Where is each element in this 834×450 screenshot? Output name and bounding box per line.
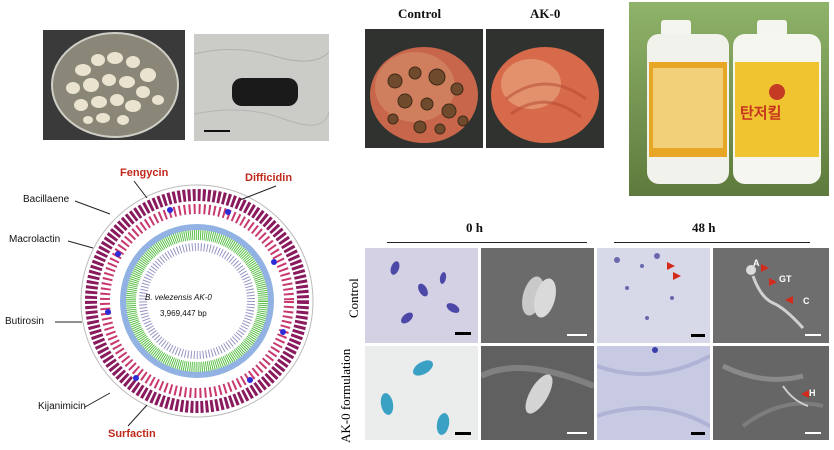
petri-dish-photo [43, 30, 185, 140]
genome-size: 3,969,447 bp [160, 309, 207, 318]
row-label-control: Control [346, 278, 361, 318]
bottle-brand-label: 탄저킬 [740, 105, 782, 122]
scale-bar [691, 334, 705, 337]
ak0-apple-photo [486, 29, 604, 148]
scale-bar [805, 334, 821, 336]
tem-micrograph [194, 34, 329, 141]
marker-a: A [753, 258, 760, 268]
control-apple-photo [365, 29, 483, 148]
scale-bar [567, 432, 587, 434]
scale-bar [691, 432, 705, 435]
cluster-macrolactin: Macrolactin [9, 234, 61, 245]
marker-c: C [803, 296, 810, 306]
genome-organism: B. velezensis AK-0 [145, 293, 212, 302]
time-rule-0h [387, 242, 587, 243]
scale-bar [567, 334, 587, 336]
formulation-48h-light [597, 346, 710, 440]
cluster-butirosin: Butirosin [5, 316, 44, 327]
formulation-0h-light [365, 346, 478, 440]
time-label-0h: 0 h [466, 220, 483, 235]
control-48h-sem: A GT C [713, 248, 829, 343]
genome-map [78, 182, 316, 420]
product-bottles-photo: 탄저킬 [629, 2, 829, 196]
scale-bar [805, 432, 821, 434]
formulation-0h-sem [481, 346, 594, 440]
scale-bar [455, 332, 471, 335]
cluster-fengycin: Fengycin [120, 167, 169, 179]
control-0h-sem [481, 248, 594, 343]
control-48h-light [597, 248, 710, 343]
cluster-difficidin: Difficidin [245, 172, 293, 184]
formulation-48h-sem: H [713, 346, 829, 440]
time-rule-48h [614, 242, 810, 243]
apple-ak0-label: AK-0 [530, 6, 561, 21]
marker-gt: GT [779, 274, 792, 284]
cluster-kijanimicin: Kijanimicin [38, 401, 86, 412]
cluster-surfactin: Surfactin [108, 428, 156, 440]
apple-control-label: Control [398, 6, 442, 21]
control-0h-light [365, 248, 478, 343]
marker-h: H [809, 388, 816, 398]
time-label-48h: 48 h [692, 220, 716, 235]
cluster-bacillaene: Bacillaene [23, 194, 70, 205]
row-label-formulation: AK-0 formulation [338, 348, 353, 443]
scale-bar [455, 432, 471, 435]
